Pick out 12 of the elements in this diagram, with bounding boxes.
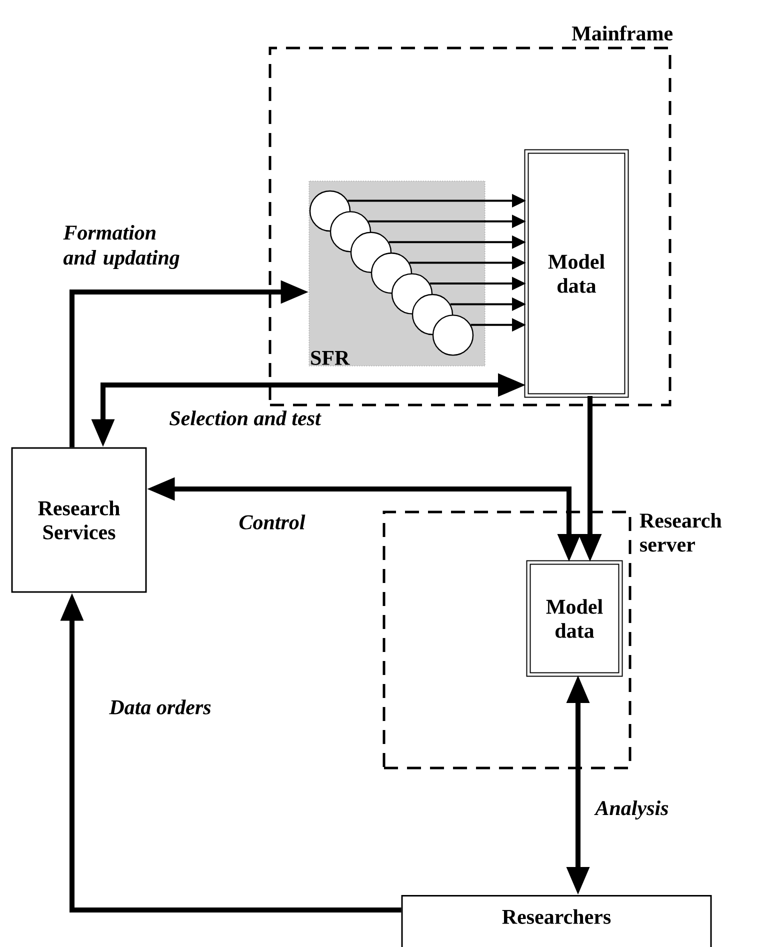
- circle-symbol: [432, 314, 474, 356]
- double-border-box: Model data: [526, 560, 623, 677]
- double-border-box: Model data: [524, 149, 629, 398]
- process-box: Researchers: [401, 895, 712, 947]
- node-label: Mainframe: [572, 26, 673, 41]
- edge-label: Data orders: [109, 700, 211, 714]
- edge-label: Analysis: [594, 800, 668, 820]
- edge-label: Formation and updating: [63, 224, 180, 270]
- edge-label: Selection and test: [170, 410, 322, 426]
- edge-label: Control: [239, 514, 306, 530]
- node-label: Research server: [640, 512, 722, 552]
- process-box: Research Services: [11, 447, 147, 593]
